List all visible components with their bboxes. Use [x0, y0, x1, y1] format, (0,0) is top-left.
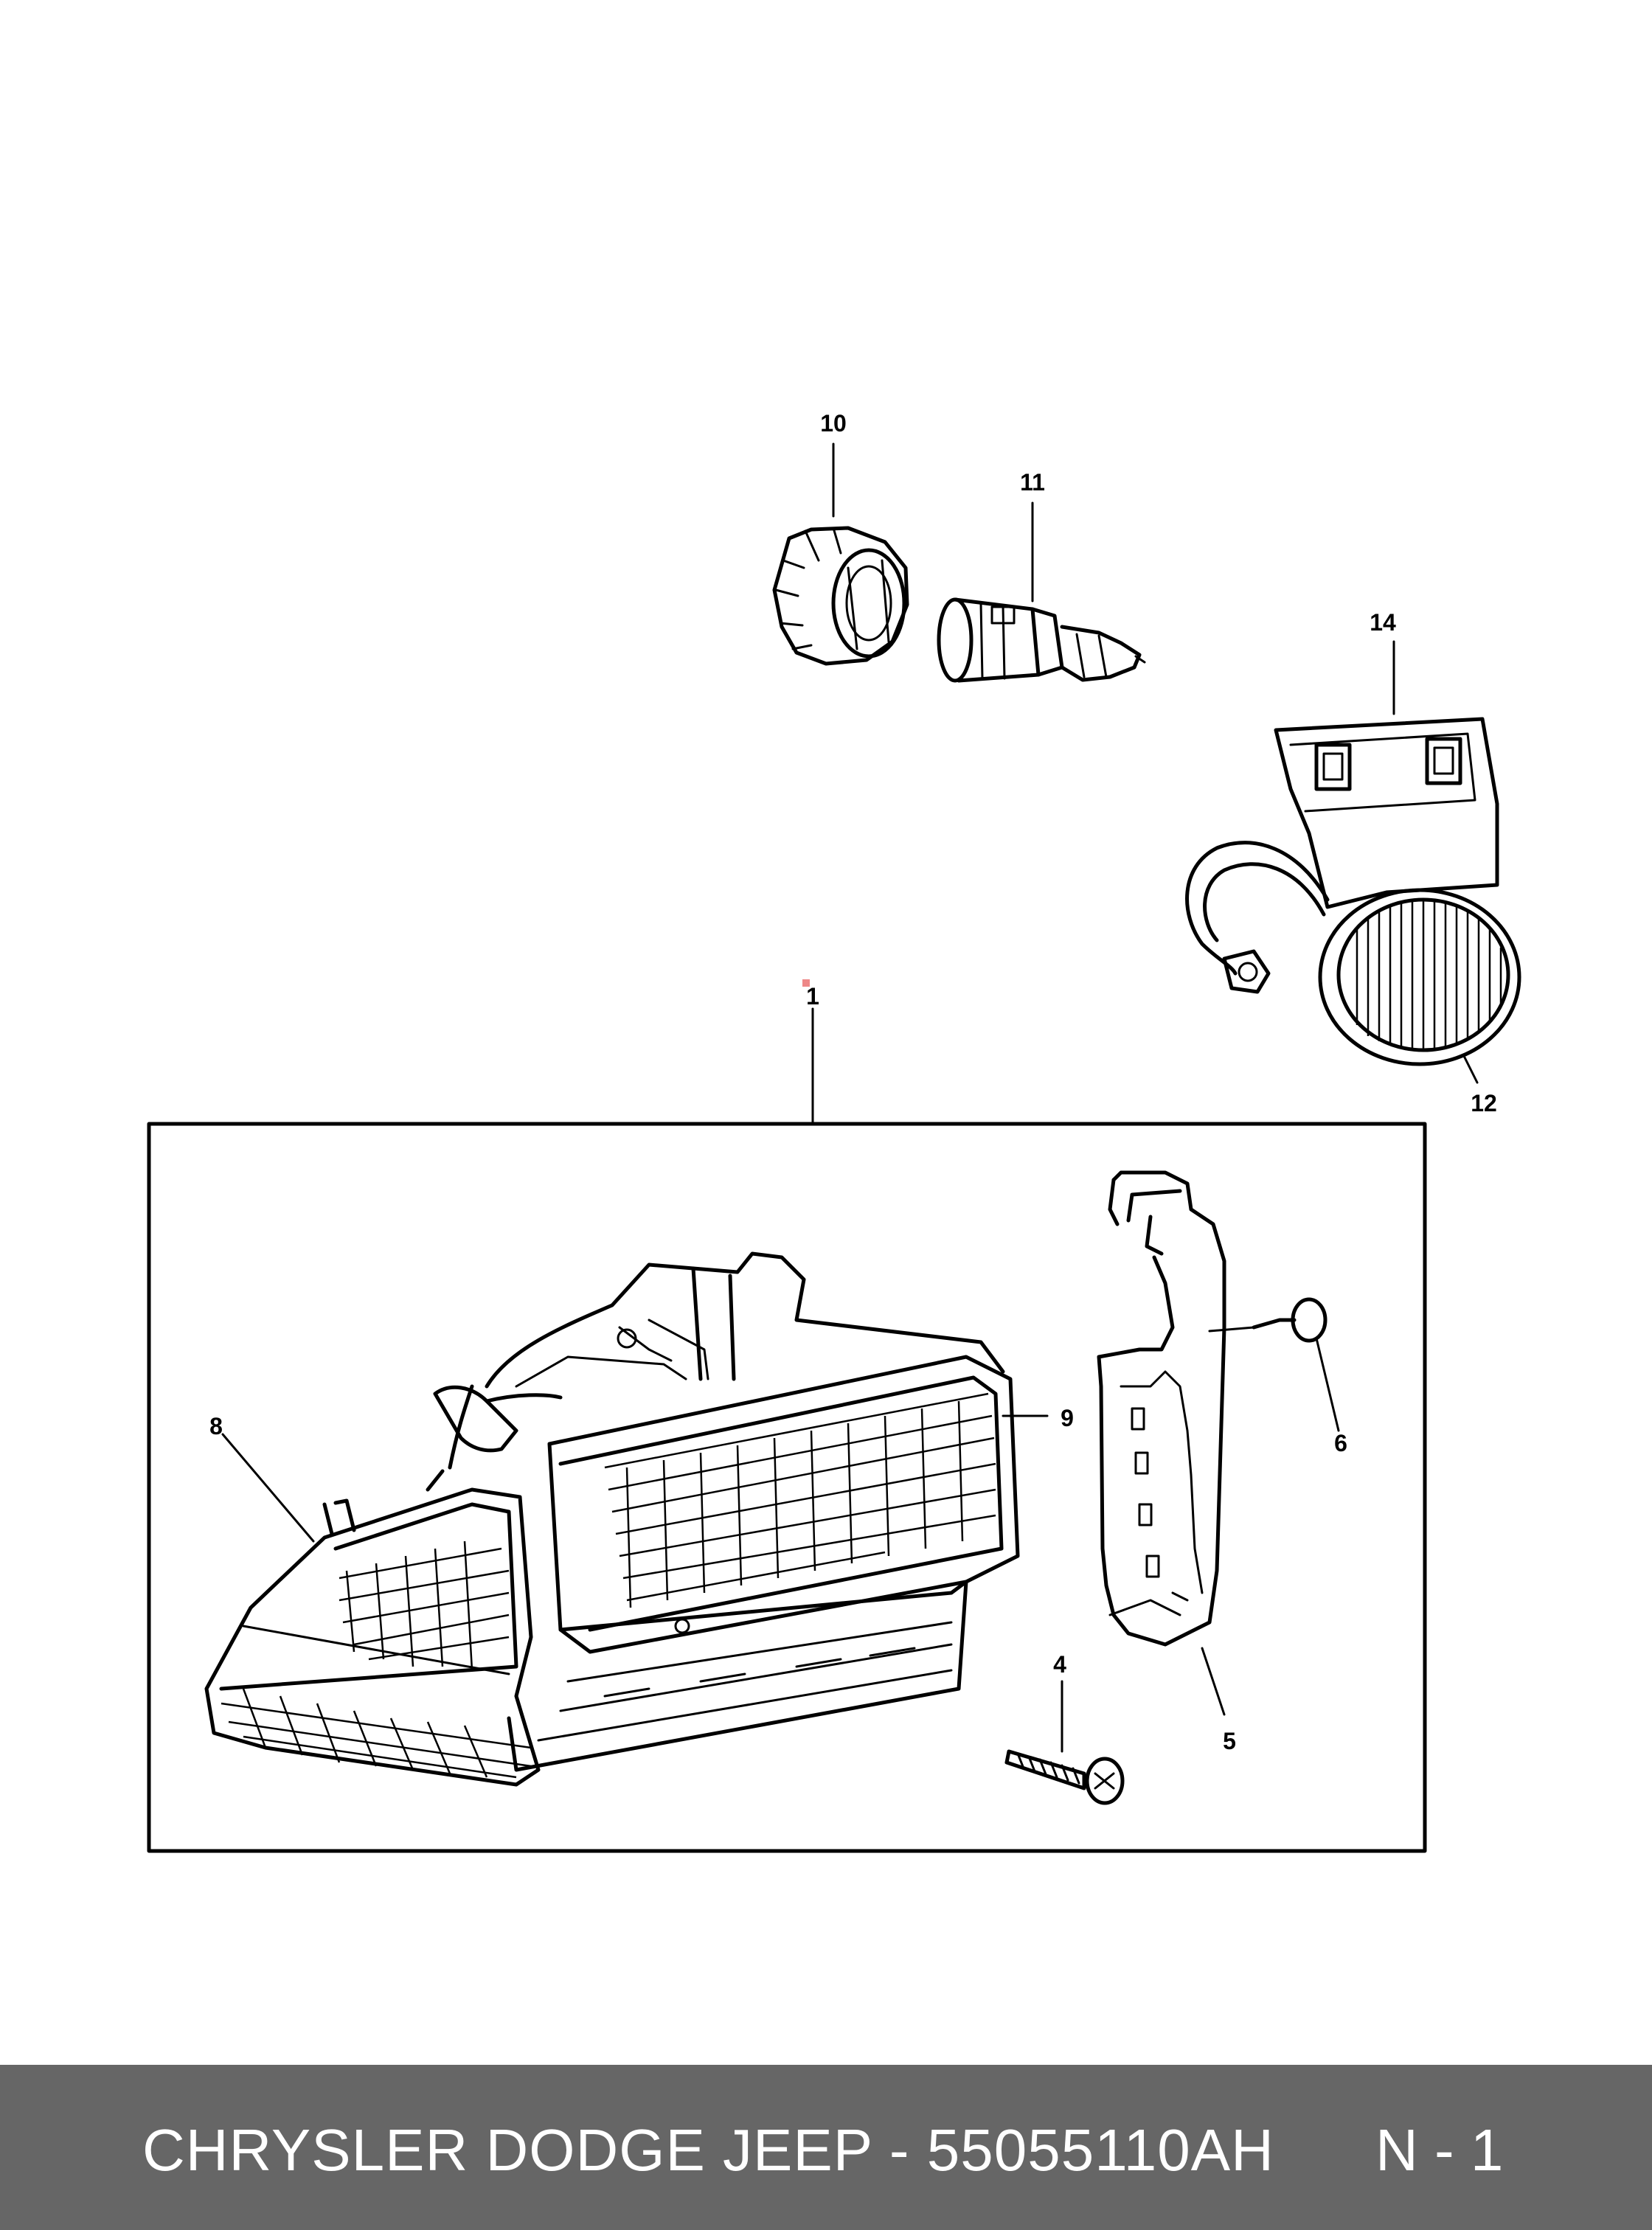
callout-9: 9 [1061, 1405, 1074, 1431]
callout-14: 14 [1370, 609, 1396, 636]
part-6-retainer [1208, 1297, 1328, 1343]
callout-5: 5 [1223, 1728, 1236, 1754]
callout-4: 4 [1053, 1651, 1066, 1678]
leader-8 [221, 1433, 315, 1543]
leader-lines [221, 442, 1479, 1753]
parts-diagram: 10 11 14 12 1 8 9 6 5 4 [147, 410, 1521, 1853]
callout-12: 12 [1471, 1090, 1497, 1116]
footer-part-title: CHRYSLER DODGE JEEP - 55055110AH [142, 2117, 1274, 2183]
callout-8: 8 [209, 1413, 223, 1439]
part-11-bulb [937, 597, 1146, 683]
callout-1: 1 [806, 983, 819, 1010]
leader-5 [1201, 1647, 1226, 1716]
leader-6 [1315, 1337, 1340, 1432]
callout-11: 11 [1020, 469, 1045, 496]
marker-dot [802, 979, 810, 987]
callout-6: 6 [1334, 1430, 1347, 1456]
leader-12 [1462, 1055, 1479, 1084]
part-12-fog-lamp [1185, 841, 1521, 1066]
callout-10: 10 [820, 410, 847, 437]
footer-page-number: N - 1 [1375, 2117, 1504, 2183]
assembly-frame [147, 1122, 1427, 1853]
part-4-screw [1004, 1749, 1125, 1805]
footer-bar: CHRYSLER DODGE JEEP - 55055110AH N - 1 [0, 2065, 1652, 2230]
part-8-side-marker [204, 1487, 541, 1787]
part-14-bracket [1274, 717, 1499, 909]
part-9-headlamp [426, 1251, 1020, 1772]
part-10-retaining-ring [772, 526, 909, 666]
part-5-bracket [1097, 1170, 1226, 1647]
